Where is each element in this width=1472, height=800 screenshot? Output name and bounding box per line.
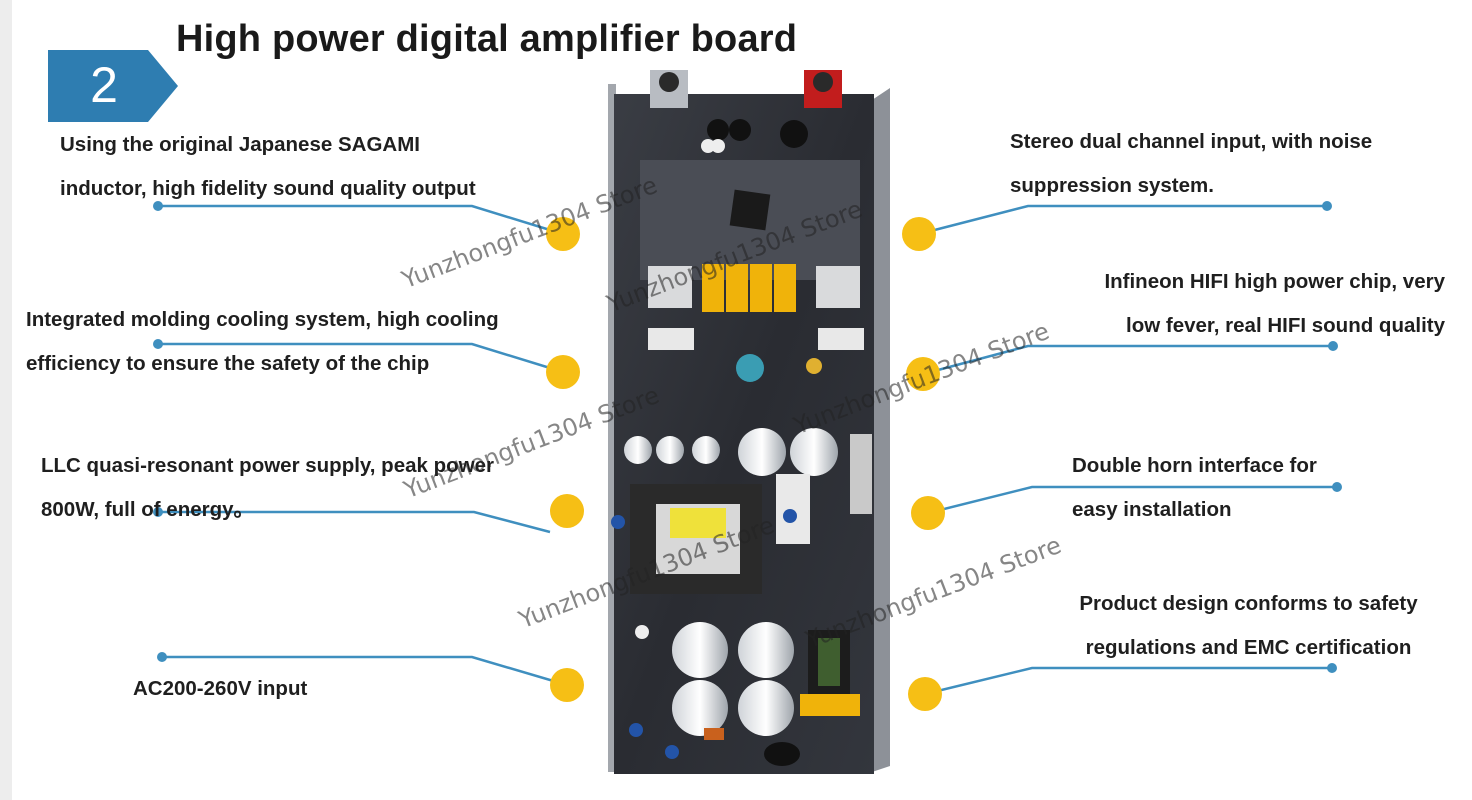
feature-sagami-inductor: Using the original Japanese SAGAMI induc… — [60, 133, 476, 200]
feature-safety-emc: Product design conforms to safety regula… — [1079, 592, 1418, 659]
callout-dot — [550, 668, 584, 702]
step-number: 2 — [90, 57, 118, 113]
callout-dot — [908, 677, 942, 711]
left-edge-strip — [0, 0, 12, 800]
feature-cooling-system: Integrated molding cooling system, high … — [26, 308, 499, 375]
step-badge: 2 — [48, 50, 180, 122]
page-title: High power digital amplifier board — [176, 18, 798, 60]
callout-dot — [546, 217, 580, 251]
feature-infineon-chip: Infineon HIFI high power chip, very low … — [1104, 270, 1445, 337]
feature-ac-input: AC200-260V input — [133, 677, 308, 700]
callout-dot — [546, 355, 580, 389]
feature-stereo-input: Stereo dual channel input, with noise su… — [1010, 130, 1373, 197]
callout-dot — [906, 357, 940, 391]
callout-dot — [911, 496, 945, 530]
callout-dot — [550, 494, 584, 528]
callout-dot — [902, 217, 936, 251]
feature-horn-interface: Double horn interface for easy installat… — [1072, 454, 1317, 521]
amplifier-board-image — [608, 70, 890, 774]
arrow-badge-icon — [48, 50, 178, 122]
feature-llc-power-supply: LLC quasi-resonant power supply, peak po… — [41, 454, 494, 521]
